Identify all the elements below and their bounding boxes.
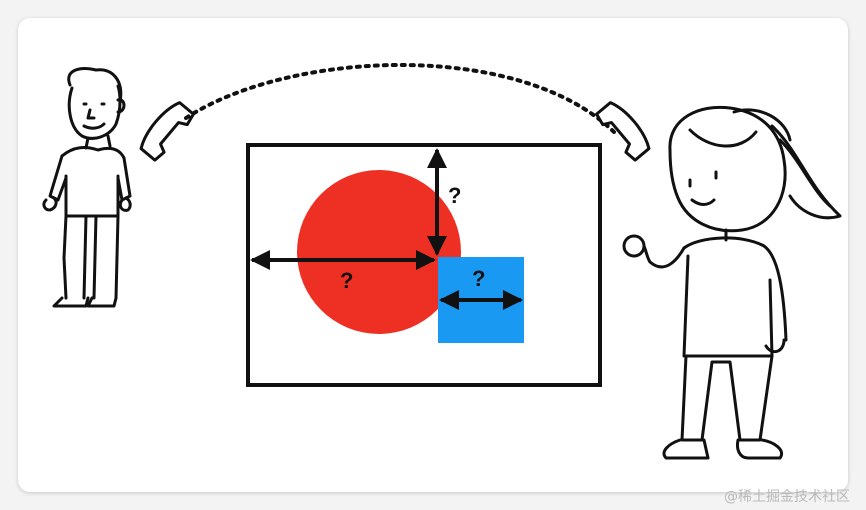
call-connection-arc — [184, 63, 616, 134]
man-figure-icon — [42, 67, 132, 308]
circle-width-label: ? — [340, 268, 353, 293]
phone-handset-icon — [595, 101, 651, 162]
watermark: @稀土掘金技术社区 — [724, 489, 850, 505]
girl-figure-icon — [622, 105, 842, 460]
square-width-label: ? — [472, 266, 485, 291]
phone-handset-icon — [139, 101, 195, 162]
circle-height-label: ? — [448, 183, 461, 208]
